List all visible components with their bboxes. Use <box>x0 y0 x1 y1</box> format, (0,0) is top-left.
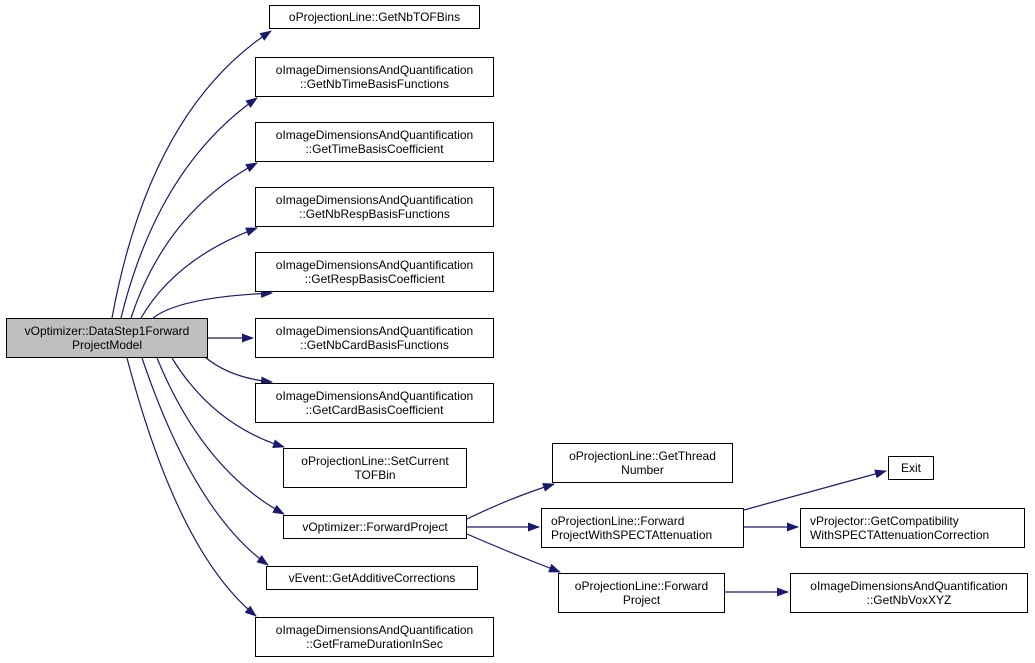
edge-main-get-resp-basis-coefficient <box>152 288 273 319</box>
node-label-line: ::GetRespBasisCoefficient <box>304 272 445 286</box>
node-label-line: vEvent::GetAdditiveCorrections <box>288 571 456 585</box>
node-get-nb-card-basis-functions[interactable]: oImageDimensionsAndQuantification::GetNb… <box>255 318 494 358</box>
node-label-line: ProjectModel <box>71 338 143 352</box>
node-label-line: ::GetCardBasisCoefficient <box>305 403 444 417</box>
edge-main-v-forward-project <box>156 357 285 515</box>
edge-main-get-time-basis-coefficient <box>130 162 258 319</box>
node-label-line: WithSPECTAttenuationCorrection <box>810 528 990 542</box>
node-label-line: ::GetTimeBasisCoefficient <box>305 142 444 156</box>
node-v-forward-project[interactable]: vOptimizer::ForwardProject <box>283 515 467 539</box>
node-label-line: vProjector::GetCompatibility <box>810 514 959 528</box>
node-label-line: oProjectionLine::Forward <box>574 579 709 593</box>
edge-main-set-current-tof-bin <box>171 357 285 449</box>
node-get-nb-vox-xyz[interactable]: oImageDimensionsAndQuantification::GetNb… <box>790 573 1028 613</box>
edge-main-get-nb-resp-basis-functions <box>140 227 258 319</box>
node-label-line: vOptimizer::ForwardProject <box>302 520 448 534</box>
edge-v-forward-project-get-thread-number <box>466 483 555 520</box>
node-label-line: oImageDimensionsAndQuantification <box>275 389 474 403</box>
node-label-line: oImageDimensionsAndQuantification <box>275 623 474 637</box>
node-label-line: oImageDimensionsAndQuantification <box>275 63 474 77</box>
edge-main-get-nb-time-basis-functions <box>120 97 258 319</box>
edge-main-get-frame-duration-in-sec <box>126 357 257 617</box>
node-get-card-basis-coefficient[interactable]: oImageDimensionsAndQuantification::GetCa… <box>255 383 494 423</box>
edge-forward-project-with-spect-attenuation-exit <box>743 469 887 511</box>
edge-main-get-nb-tof-bins <box>111 30 272 319</box>
node-label-line: ::GetNbCardBasisFunctions <box>300 338 449 352</box>
node-label-line: oProjectionLine::Forward <box>551 514 685 528</box>
node-label-line: oImageDimensionsAndQuantification <box>810 579 1008 593</box>
node-label-line: Number <box>621 463 664 477</box>
node-label-line: Exit <box>900 461 921 475</box>
edge-main-get-additive-corrections <box>141 357 269 566</box>
node-get-resp-basis-coefficient[interactable]: oImageDimensionsAndQuantification::GetRe… <box>255 252 494 292</box>
node-label-line: oImageDimensionsAndQuantification <box>275 324 474 338</box>
node-label-line: ::GetFrameDurationInSec <box>306 637 443 651</box>
node-label-line: oProjectionLine::GetThread <box>569 449 716 463</box>
node-label-line: oImageDimensionsAndQuantification <box>275 193 474 207</box>
node-label-line: Project <box>622 593 661 607</box>
edge-main-get-card-basis-coefficient <box>204 356 273 386</box>
node-label-line: ::GetNbRespBasisFunctions <box>299 207 450 221</box>
node-get-additive-corrections[interactable]: vEvent::GetAdditiveCorrections <box>266 566 478 590</box>
node-label-line: TOFBin <box>354 468 396 482</box>
node-get-nb-tof-bins[interactable]: oProjectionLine::GetNbTOFBins <box>269 5 480 29</box>
node-get-nb-time-basis-functions[interactable]: oImageDimensionsAndQuantification::GetNb… <box>255 57 494 97</box>
node-label-line: ProjectWithSPECTAttenuation <box>551 528 713 542</box>
node-label-line: oImageDimensionsAndQuantification <box>275 128 474 142</box>
node-label-line: ::GetNbTimeBasisFunctions <box>300 77 449 91</box>
node-get-frame-duration-in-sec[interactable]: oImageDimensionsAndQuantification::GetFr… <box>255 617 494 657</box>
node-label-line: oImageDimensionsAndQuantification <box>275 258 474 272</box>
edge-v-forward-project-o-forward-project <box>466 533 561 573</box>
node-label-line: oProjectionLine::SetCurrent <box>301 454 449 468</box>
node-get-nb-resp-basis-functions[interactable]: oImageDimensionsAndQuantification::GetNb… <box>255 187 494 227</box>
node-label-line: vOptimizer::DataStep1Forward <box>24 324 190 338</box>
node-get-time-basis-coefficient[interactable]: oImageDimensionsAndQuantification::GetTi… <box>255 122 494 162</box>
node-label-line: oProjectionLine::GetNbTOFBins <box>288 10 461 24</box>
node-exit[interactable]: Exit <box>888 456 934 480</box>
node-label-line: ::GetNbVoxXYZ <box>866 593 952 607</box>
